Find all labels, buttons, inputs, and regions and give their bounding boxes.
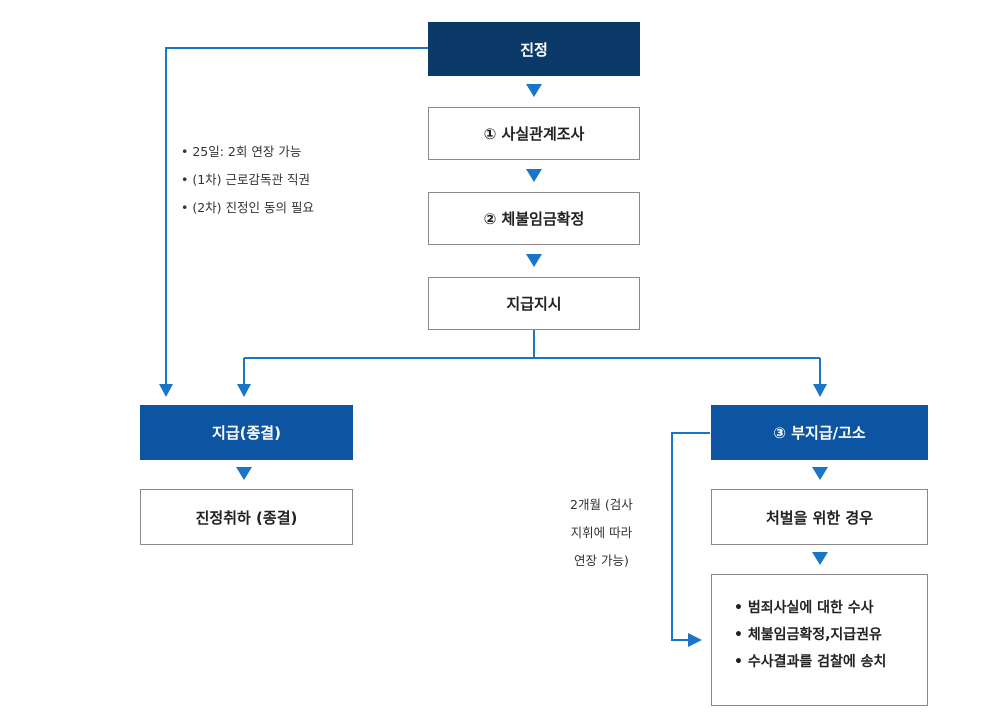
punishment-step-item: • 수사결과를 검찰에 송치	[734, 654, 887, 670]
investigation-note: • 25일: 2회 연장 가능 • (1차) 근로감독관 직권 • (2차) 진…	[181, 138, 314, 222]
complaint-node: 진정	[428, 22, 640, 76]
arrow-head-paid-right	[237, 384, 251, 397]
arrow-head-steps-side	[688, 633, 702, 647]
payment-order-node: 지급지시	[428, 277, 640, 330]
arrow-head-2	[526, 169, 542, 182]
arrow-head-3	[526, 254, 542, 267]
extension-note-line: 연장 가능)	[573, 553, 629, 568]
connector-extension-bracket	[671, 432, 710, 641]
connector-complaint-to-paid	[165, 47, 428, 385]
fact-check-node: ① 사실관계조사	[428, 107, 640, 160]
investigation-note-item: • (2차) 진정인 동의 필요	[181, 200, 314, 215]
arrow-head-steps	[812, 552, 828, 565]
investigation-note-item: • 25일: 2회 연장 가능	[181, 144, 302, 159]
arrow-head-nonpayment	[813, 384, 827, 397]
nonpayment-complaint-node: ③ 부지급/고소	[711, 405, 928, 460]
investigation-note-item: • (1차) 근로감독관 직권	[181, 172, 310, 187]
arrow-head-withdrawal	[236, 467, 252, 480]
arrow-head-punishment	[812, 467, 828, 480]
punishment-node: 처벌을 위한 경우	[711, 489, 928, 545]
punishment-step-item: • 체불임금확정,지급권유	[734, 627, 882, 643]
withdrawal-node: 진정취하 (종결)	[140, 489, 353, 545]
punishment-step-item: • 범죄사실에 대한 수사	[734, 600, 874, 616]
extension-note-line: 2개월 (검사	[570, 497, 633, 512]
extension-note: 2개월 (검사 지휘에 따라 연장 가능)	[570, 491, 633, 575]
arrow-head-1	[526, 84, 542, 97]
arrow-head-paid-left	[159, 384, 173, 397]
wage-confirm-node: ② 체불임금확정	[428, 192, 640, 245]
paid-closed-node: 지급(종결)	[140, 405, 353, 460]
punishment-steps: • 범죄사실에 대한 수사 • 체불임금확정,지급권유 • 수사결과를 검찰에 …	[711, 574, 928, 706]
extension-note-line: 지휘에 따라	[570, 525, 633, 540]
